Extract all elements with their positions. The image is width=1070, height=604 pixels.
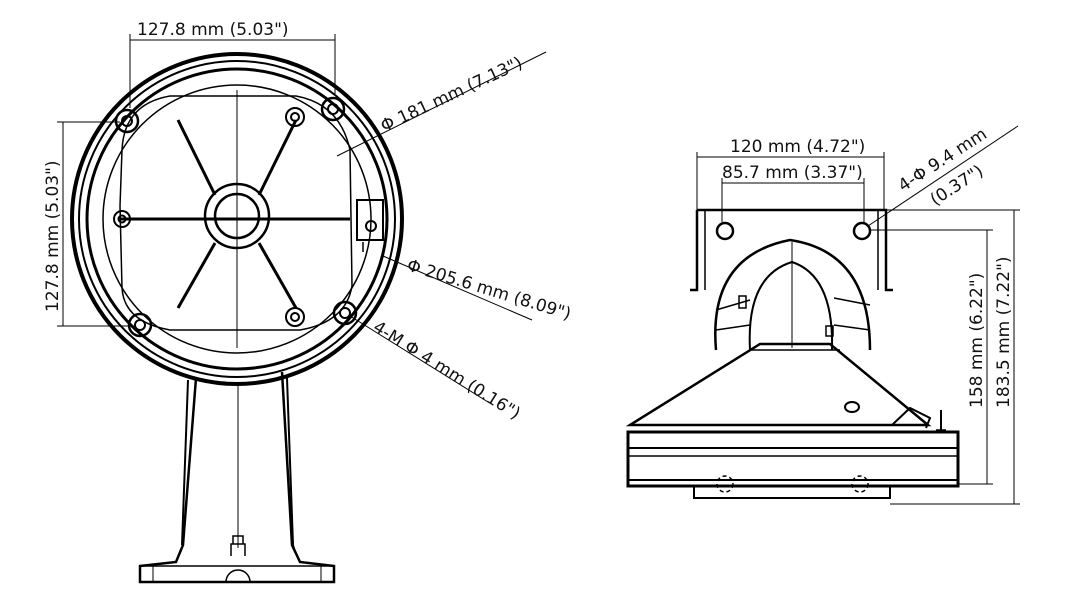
round-plate	[70, 52, 404, 386]
dim-dia-181: Φ 181 mm (7.13")	[336, 51, 547, 157]
dim-screws: 4-M Φ 4 mm (0.16")	[349, 315, 524, 424]
dim-width-85: 85.7 mm (3.37")	[721, 163, 865, 222]
height-158-label: 158 mm (6.22")	[967, 273, 987, 408]
dim-height-label: 127.8 mm (5.03")	[43, 160, 63, 312]
dia-181-label: Φ 181 mm (7.13")	[378, 53, 526, 136]
dim-top-width: 127.8 mm (5.03")	[129, 20, 336, 108]
mount-stem	[138, 371, 336, 584]
dim-width-label: 127.8 mm (5.03")	[137, 20, 289, 40]
dim-height-158: 158 mm (6.22")	[870, 229, 993, 485]
left-mount-view: 127.8 mm (5.03") 127.8 mm (5.03") Φ 181 …	[43, 20, 574, 584]
dim-left-height: 127.8 mm (5.03")	[43, 121, 130, 327]
right-mount-view: 120 mm (4.72") 85.7 mm (3.37") 4-Φ 9.4 m…	[625, 124, 1020, 505]
height-183-label: 183.5 mm (7.22")	[994, 256, 1014, 408]
dim-width-120: 120 mm (4.72")	[696, 137, 885, 210]
width-85-label: 85.7 mm (3.37")	[722, 163, 863, 183]
width-120-label: 120 mm (4.72")	[730, 137, 865, 157]
camera-body	[625, 208, 960, 499]
dim-holes: 4-Φ 9.4 mm (0.37")	[867, 124, 1019, 227]
dia-205-label: Φ 205.6 mm (8.09")	[405, 256, 574, 325]
dim-dia-205: Φ 205.6 mm (8.09")	[382, 255, 574, 325]
screw-label: 4-M Φ 4 mm (0.16")	[369, 317, 523, 424]
dim-height-183: 183.5 mm (7.22")	[886, 209, 1020, 505]
